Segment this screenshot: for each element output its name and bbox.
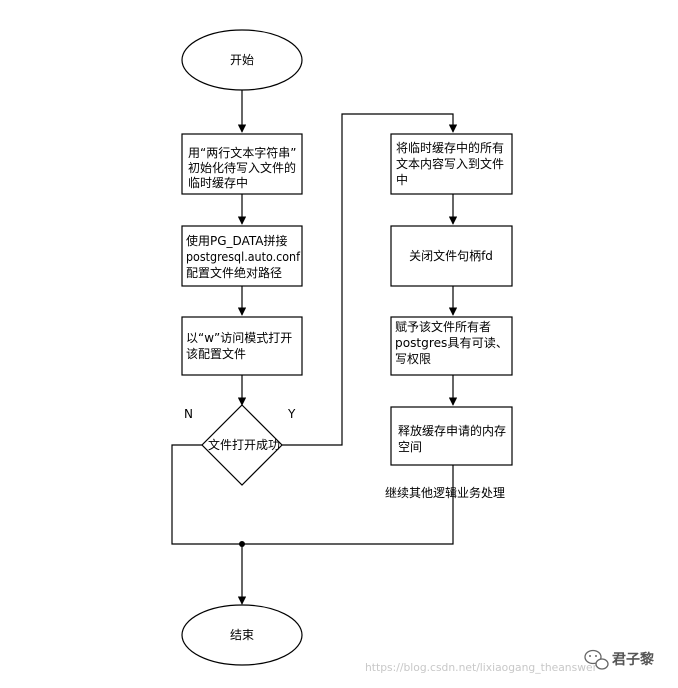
watermark-url: https://blog.csdn.net/lixiaogang_theansw… <box>365 661 597 674</box>
node-step2: 使用PG_DATA拼接 postgresql.auto.conf 配置文件绝对路… <box>181 225 303 287</box>
node-step3: 以“w”访问模式打开 该配置文件 <box>181 316 303 376</box>
step2-line-1: 使用PG_DATA拼接 <box>186 233 287 248</box>
step2-line-2: postgresql.auto.conf <box>186 250 301 264</box>
merge-point <box>239 541 245 547</box>
edge-decision-no <box>171 444 242 545</box>
step2-box <box>181 225 303 287</box>
step7-box <box>390 406 513 466</box>
step5-box <box>390 225 513 287</box>
node-step6: 赋予该文件所有者 postgres具有可读、 写权限 <box>390 316 513 376</box>
step4-box <box>390 133 513 195</box>
start-label: 开始 <box>230 53 254 67</box>
edge-decision-yes <box>282 113 458 446</box>
label-no: N <box>184 407 193 421</box>
step3-line-1: 以“w”访问模式打开 <box>186 331 292 345</box>
wechat-icon <box>584 649 609 670</box>
step3-line-2: 该配置文件 <box>186 346 246 361</box>
node-step4: 将临时缓存中的所有 文本内容写入到文件 中 <box>390 133 513 195</box>
step7-line-1: 释放缓存申请的内存 <box>398 423 506 438</box>
step1-line-2: 初始化待写入文件的 <box>188 160 296 175</box>
step6-line-1: 赋予该文件所有者 <box>395 319 491 334</box>
step1-line-3: 临时缓存中 <box>188 175 248 190</box>
node-step5: 关闭文件句柄fd <box>390 225 513 287</box>
edges <box>171 90 458 605</box>
step4-line-1: 将临时缓存中的所有 <box>396 140 504 155</box>
watermark: https://blog.csdn.net/lixiaogang_theansw… <box>365 649 654 674</box>
step6-line-2: postgres具有可读、 <box>395 336 508 350</box>
start-ellipse <box>181 29 303 91</box>
node-step1: 用“两行文本字符串” 初始化待写入文件的 临时缓存中 <box>181 133 303 195</box>
step6-box <box>390 316 513 376</box>
step3-box <box>181 316 303 376</box>
step1-line-1: 用“两行文本字符串” <box>188 145 296 160</box>
watermark-brand: 君子黎 <box>611 651 654 668</box>
decision-diamond <box>201 404 283 486</box>
edge-step7-to-merge <box>242 465 454 545</box>
step5-label: 关闭文件句柄fd <box>409 248 493 263</box>
step2-line-3: 配置文件绝对路径 <box>186 265 282 280</box>
end-ellipse <box>181 604 303 666</box>
node-end: 结束 <box>181 604 303 666</box>
step4-line-3: 中 <box>396 172 408 187</box>
node-start: 开始 <box>181 29 303 91</box>
step6-line-3: 写权限 <box>395 352 431 366</box>
decision-label: 文件打开成功 <box>208 437 280 452</box>
step1-box <box>181 133 303 195</box>
label-continue: 继续其他逻辑业务处理 <box>385 485 505 500</box>
step4-line-2: 文本内容写入到文件 <box>396 156 504 171</box>
node-step7: 释放缓存申请的内存 空间 <box>390 406 513 466</box>
node-decision: 文件打开成功 <box>201 404 283 486</box>
end-label: 结束 <box>230 628 254 642</box>
step7-line-2: 空间 <box>398 440 422 454</box>
label-yes: Y <box>287 407 296 421</box>
